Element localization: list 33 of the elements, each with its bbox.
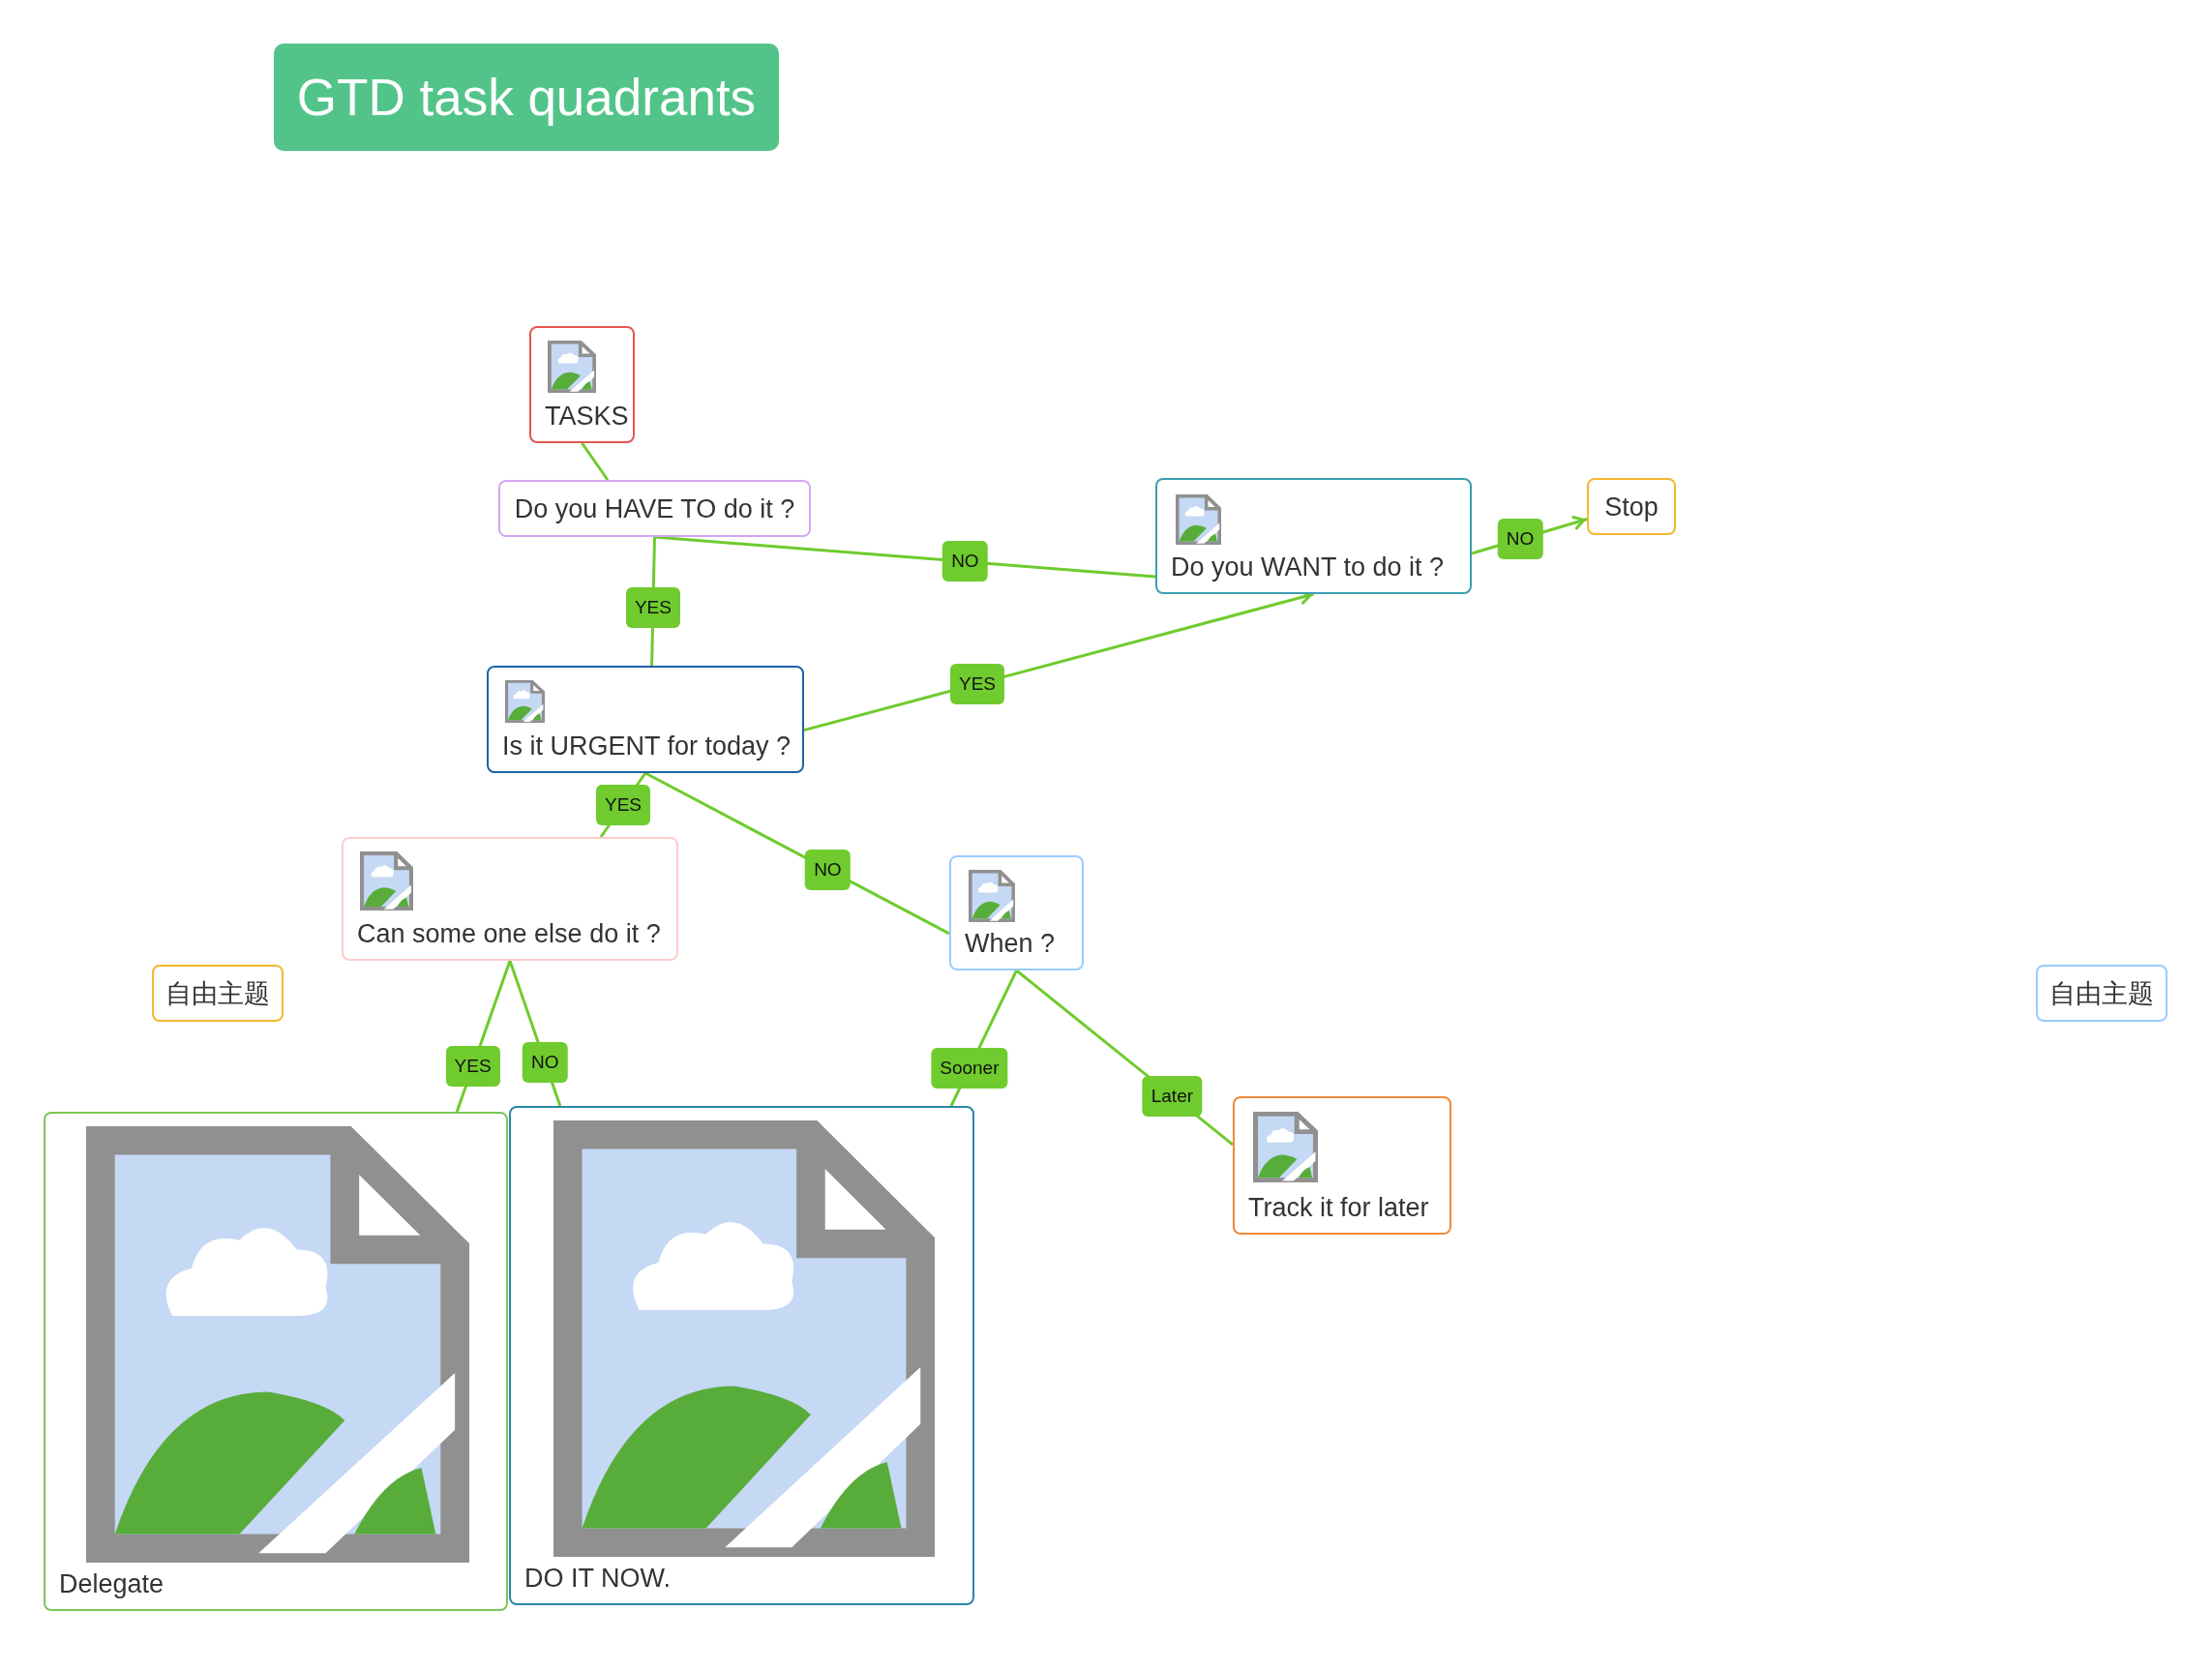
topic-box: 自由主题	[152, 965, 284, 1022]
topic-label: TASKS	[545, 401, 629, 432]
topic-box	[44, 1112, 508, 1611]
topic-box	[949, 855, 1084, 970]
topic-label: Can some one else do it ?	[357, 918, 661, 949]
edge-label: Later	[1142, 1075, 1203, 1117]
topic-box	[487, 666, 804, 773]
topic-label: Track it for later	[1248, 1192, 1429, 1223]
connector-line	[581, 442, 610, 481]
topic-label: Delegate	[59, 1568, 164, 1599]
topic-box	[509, 1106, 974, 1605]
topic-box: Stop	[1587, 478, 1676, 535]
edge-label: YES	[445, 1046, 500, 1088]
topic-label: When ?	[965, 928, 1056, 959]
title-banner: GTD task quadrants	[274, 44, 779, 151]
edge-label: NO	[523, 1042, 568, 1083]
edge-label: NO	[805, 849, 851, 890]
topic-box	[342, 837, 678, 961]
edge-label: YES	[950, 663, 1004, 704]
edge-label: YES	[596, 785, 650, 825]
edge-label: YES	[625, 587, 680, 629]
topic-label: Is it URGENT for today ?	[502, 731, 792, 761]
topic-box	[1233, 1096, 1451, 1235]
topic-label: DO IT NOW.	[524, 1563, 671, 1594]
topic-box: 自由主题	[2036, 965, 2167, 1022]
edge-label: NO	[1497, 519, 1543, 560]
edge-label: NO	[942, 541, 988, 582]
topic-box	[529, 326, 635, 443]
topic-box: Do you HAVE TO do it ?	[498, 480, 811, 537]
connector-line	[654, 535, 1156, 579]
topic-label: Do you WANT to do it ?	[1171, 552, 1445, 582]
edge-label: Sooner	[931, 1047, 1008, 1089]
topic-box	[1155, 478, 1472, 594]
